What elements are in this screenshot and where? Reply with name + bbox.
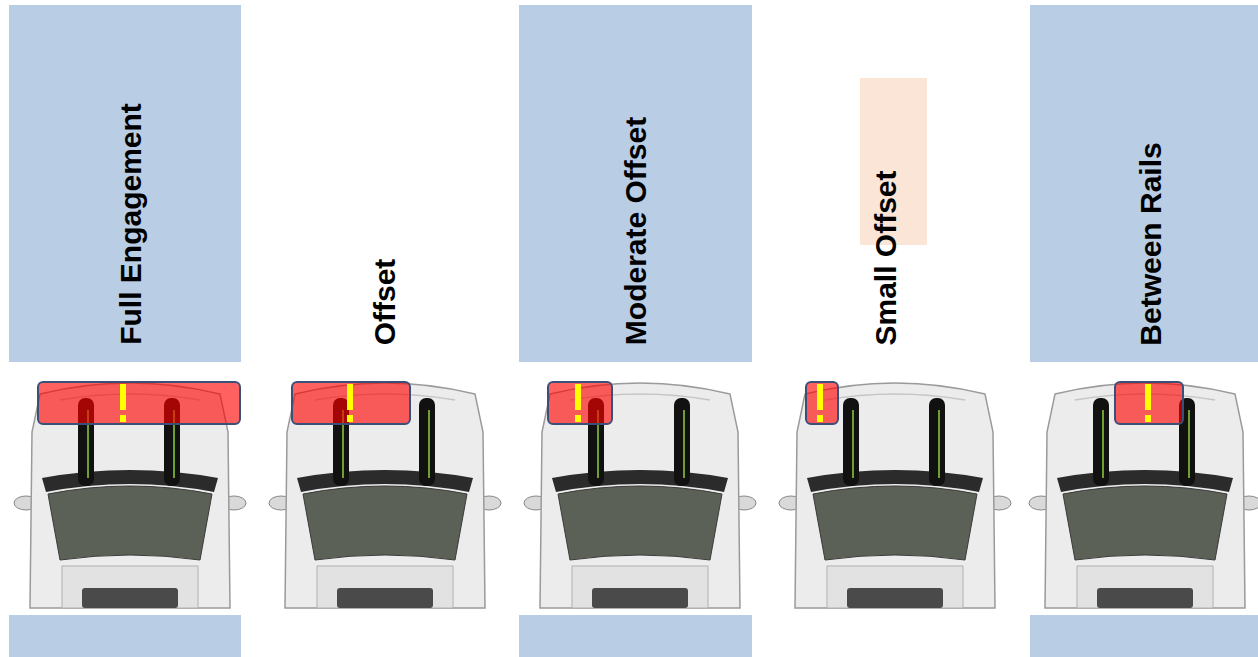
header-band: Between Rails bbox=[1030, 5, 1258, 362]
windshield bbox=[813, 486, 977, 560]
scenario-label: Small Offset bbox=[867, 170, 903, 345]
frame-rail bbox=[1093, 398, 1109, 486]
car-body bbox=[285, 383, 485, 608]
impact-zone bbox=[292, 382, 410, 424]
windshield bbox=[303, 486, 467, 560]
frame-rail bbox=[843, 398, 859, 486]
sunroof bbox=[1097, 588, 1193, 608]
rail-highlight bbox=[938, 410, 940, 478]
header-band: Offset bbox=[265, 5, 499, 362]
windshield bbox=[558, 486, 722, 560]
windshield bbox=[48, 486, 212, 560]
impact-zone bbox=[548, 382, 612, 424]
frame-rail bbox=[929, 398, 945, 486]
rail-highlight bbox=[852, 410, 854, 478]
scenario-label: Moderate Offset bbox=[618, 117, 654, 345]
car-body bbox=[540, 383, 740, 608]
bottom-bar bbox=[9, 615, 241, 657]
hood-line bbox=[825, 394, 965, 400]
centerline-marker bbox=[1145, 384, 1151, 422]
roof bbox=[572, 566, 708, 608]
centerline-marker bbox=[817, 384, 823, 422]
scenario-label: Full Engagement bbox=[113, 103, 149, 345]
sunroof bbox=[592, 588, 688, 608]
rail-highlight bbox=[683, 410, 685, 478]
sunroof bbox=[337, 588, 433, 608]
car-figure bbox=[524, 382, 756, 608]
header-band: Moderate Offset bbox=[519, 5, 752, 362]
impact-zone bbox=[38, 382, 240, 424]
centerline-marker bbox=[575, 384, 581, 422]
roof bbox=[827, 566, 963, 608]
scenario-label: Offset bbox=[367, 258, 403, 345]
frame-rail bbox=[674, 398, 690, 486]
rail-highlight bbox=[1188, 410, 1190, 478]
bottom-bar bbox=[519, 615, 752, 657]
sunroof bbox=[82, 588, 178, 608]
centerline-marker bbox=[347, 384, 353, 422]
header-band: Full Engagement bbox=[9, 5, 241, 362]
windshield bbox=[1063, 486, 1227, 560]
scenario-label: Between Rails bbox=[1132, 142, 1168, 345]
car-figure bbox=[269, 382, 501, 608]
car-body bbox=[1045, 383, 1245, 608]
impact-zone bbox=[806, 382, 838, 424]
car-figure bbox=[14, 382, 246, 608]
car-figure bbox=[1029, 382, 1258, 608]
rail-highlight bbox=[428, 410, 430, 478]
sunroof bbox=[847, 588, 943, 608]
bottom-bar bbox=[1030, 615, 1258, 657]
roof bbox=[317, 566, 453, 608]
car-body bbox=[795, 383, 995, 608]
centerline-marker bbox=[120, 384, 126, 422]
roof bbox=[1077, 566, 1213, 608]
frame-rail bbox=[419, 398, 435, 486]
car-figure bbox=[779, 382, 1011, 608]
roof bbox=[62, 566, 198, 608]
header-band: Small Offset bbox=[775, 5, 1005, 362]
impact-zone bbox=[1115, 382, 1183, 424]
rail-highlight bbox=[1102, 410, 1104, 478]
